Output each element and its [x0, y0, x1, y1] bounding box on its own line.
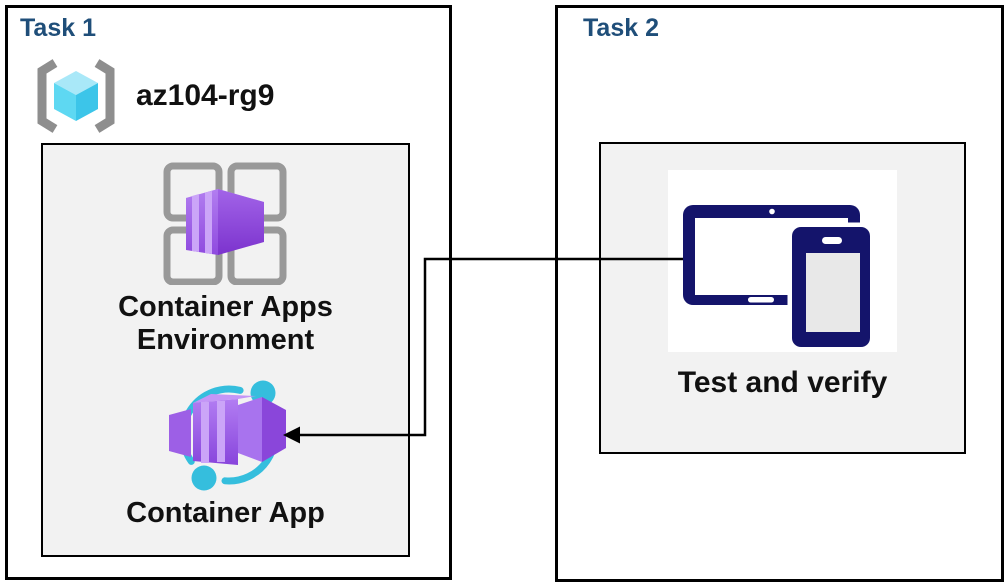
resource-group-icon: [37, 59, 115, 133]
task2-panel: Test and verify: [599, 142, 966, 454]
task2-box: Task 2 Test and verify: [555, 5, 1004, 582]
resource-group-label: az104-rg9: [136, 79, 275, 112]
environment-label-line2: Environment: [136, 324, 315, 357]
task1-panel: Container Apps Environment: [41, 143, 410, 557]
container-apps-environment-icon: [163, 162, 286, 285]
container-app-icon: [168, 380, 286, 491]
task1-title: Task 1: [20, 14, 96, 42]
task1-box: Task 1 az104-rg9: [5, 5, 452, 580]
devices-icon-background: [668, 170, 897, 352]
devices-icon: [683, 205, 875, 352]
resource-group: az104-rg9: [28, 57, 274, 135]
test-and-verify-label: Test and verify: [677, 366, 888, 399]
container-app-label: Container App: [126, 497, 325, 529]
environment-label: Container Apps Environment: [43, 291, 408, 358]
task2-title: Task 2: [583, 14, 659, 42]
environment-label-line1: Container Apps: [118, 291, 333, 323]
